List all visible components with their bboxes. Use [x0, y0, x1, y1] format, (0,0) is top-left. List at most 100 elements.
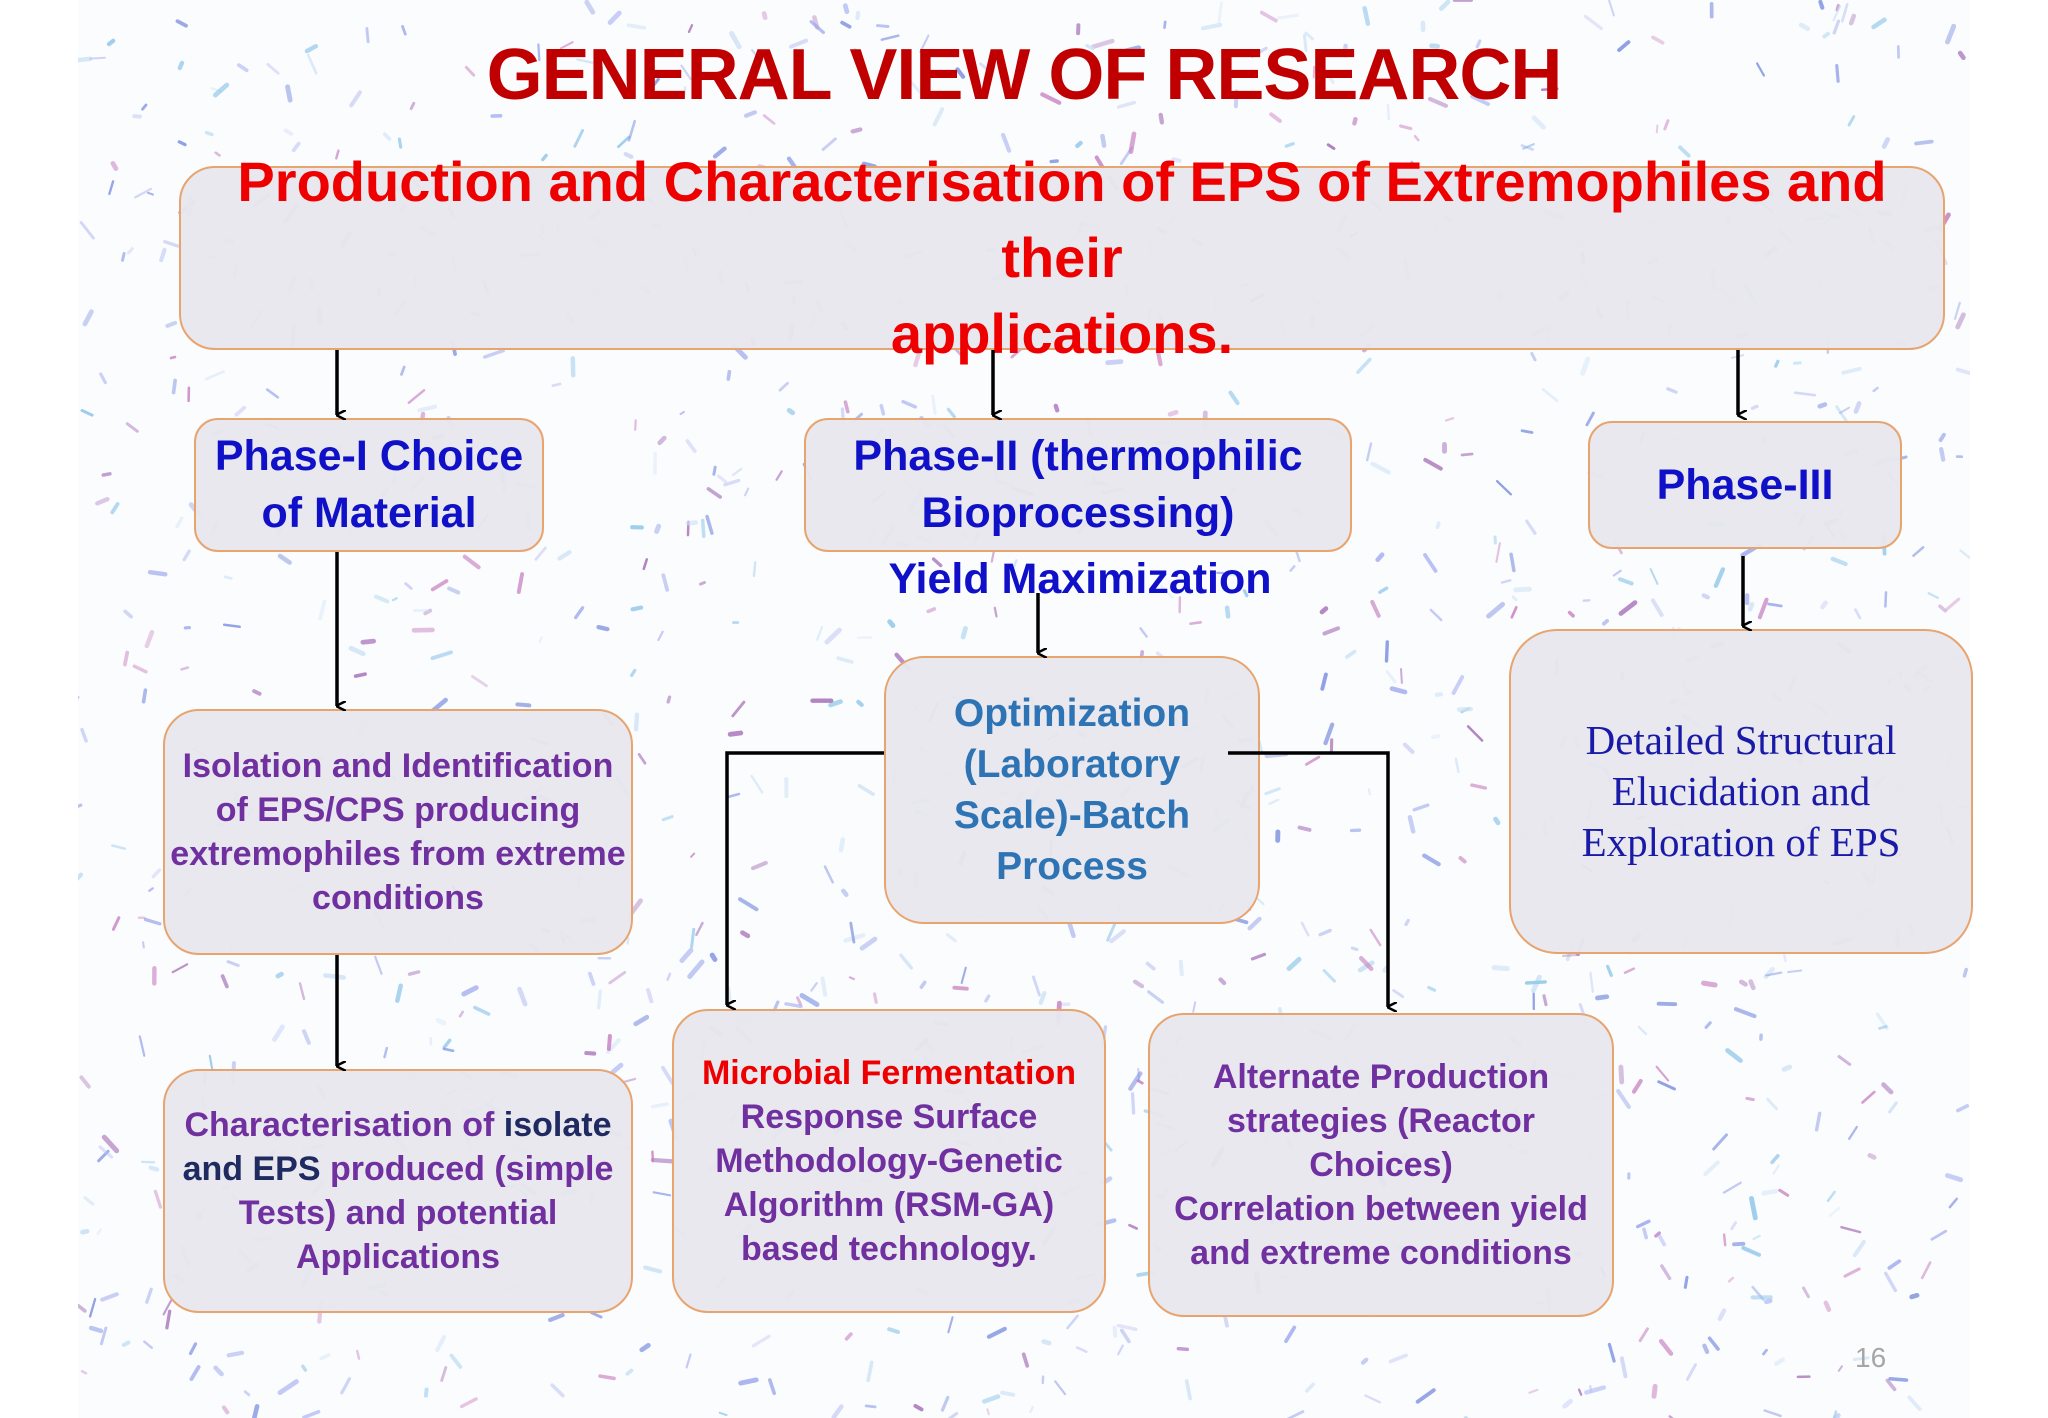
- background-speck: [986, 1326, 1007, 1339]
- background-speck: [1656, 1001, 1678, 1007]
- background-speck: [1525, 519, 1537, 535]
- background-speck: [1945, 23, 1957, 45]
- background-speck: [1567, 610, 1575, 618]
- background-speck: [462, 554, 481, 570]
- background-speck: [1522, 143, 1535, 150]
- background-speck: [1304, 31, 1314, 41]
- background-speck: [1422, 853, 1441, 867]
- background-speck: [866, 1360, 874, 1383]
- characterisation-line-2: and EPS produced (simple: [183, 1147, 614, 1191]
- background-speck: [1362, 5, 1371, 26]
- background-speck: [1385, 670, 1397, 684]
- background-speck: [1818, 0, 1825, 10]
- background-speck: [1049, 159, 1059, 164]
- phase-1-box: Phase-I Choice of Material: [194, 418, 544, 552]
- background-speck: [1774, 1357, 1785, 1366]
- isolation-line-1: Isolation and Identification: [182, 747, 614, 785]
- background-speck: [461, 985, 479, 997]
- background-speck: [587, 971, 596, 986]
- background-speck: [1649, 568, 1659, 585]
- background-speck: [265, 388, 280, 399]
- background-speck: [685, 520, 699, 526]
- background-speck: [1833, 1413, 1841, 1418]
- background-speck: [1106, 921, 1117, 942]
- background-speck: [171, 963, 189, 974]
- background-speck: [1948, 1197, 1959, 1209]
- background-speck: [123, 609, 134, 619]
- background-speck: [1435, 521, 1441, 530]
- background-speck: [1650, 598, 1664, 617]
- alternate-line-5: and extreme conditions: [1190, 1234, 1572, 1272]
- background-speck: [726, 369, 732, 381]
- background-speck: [690, 927, 696, 949]
- background-speck: [97, 1149, 110, 1163]
- background-speck: [1638, 1327, 1649, 1343]
- background-speck: [1319, 606, 1329, 615]
- background-speck: [1945, 1173, 1964, 1183]
- background-speck: [1305, 1382, 1315, 1393]
- background-speck: [1584, 1385, 1607, 1395]
- background-speck: [464, 65, 476, 77]
- background-speck: [946, 407, 956, 419]
- phase-2-line-3: Yield Maximization: [888, 555, 1272, 603]
- background-speck: [79, 221, 95, 240]
- background-speck: [1774, 359, 1780, 368]
- background-speck: [1038, 990, 1047, 1005]
- background-speck: [1375, 552, 1385, 563]
- background-speck: [1427, 985, 1437, 992]
- background-speck: [1605, 964, 1613, 978]
- background-speck: [1722, 1233, 1727, 1247]
- background-speck: [1848, 13, 1857, 26]
- background-speck: [148, 1165, 160, 1172]
- alternate-line-2: strategies (Reactor: [1226, 1102, 1535, 1140]
- background-speck: [110, 502, 120, 515]
- background-speck: [78, 872, 84, 881]
- structural-line-2: Elucidation and: [1611, 768, 1871, 814]
- background-speck: [1787, 969, 1803, 974]
- background-speck: [1200, 22, 1223, 31]
- background-speck: [1656, 1232, 1667, 1247]
- background-speck: [1100, 133, 1107, 148]
- fermentation-line-2: Response Surface: [740, 1098, 1038, 1136]
- background-speck: [1939, 447, 1946, 462]
- background-speck: [1618, 1064, 1625, 1085]
- background-speck: [1413, 134, 1420, 142]
- background-speck: [1470, 94, 1490, 106]
- background-speck: [252, 689, 262, 696]
- background-speck: [1350, 946, 1359, 952]
- background-speck: [1323, 722, 1335, 746]
- background-speck: [180, 666, 190, 671]
- background-speck: [1822, 31, 1831, 39]
- alternate-line-3: Choices): [1309, 1146, 1453, 1184]
- background-speck: [1091, 38, 1115, 49]
- background-speck: [712, 465, 717, 476]
- background-speck: [1356, 357, 1372, 375]
- characterisation-text-1a: Characterisation of: [184, 1106, 504, 1144]
- background-speck: [473, 1005, 491, 1016]
- background-speck: [947, 1411, 959, 1418]
- background-speck: [177, 140, 187, 147]
- background-speck: [955, 67, 966, 79]
- background-speck: [301, 1364, 308, 1372]
- background-speck: [683, 86, 687, 96]
- background-speck: [1014, 78, 1018, 85]
- background-speck: [447, 586, 461, 595]
- background-speck: [1184, 1379, 1192, 1401]
- background-speck: [856, 699, 864, 708]
- background-speck: [423, 608, 433, 616]
- background-speck: [1109, 77, 1115, 85]
- background-speck: [1415, 1388, 1436, 1404]
- background-speck: [80, 1370, 88, 1375]
- background-speck: [407, 970, 421, 976]
- background-speck: [1242, 589, 1249, 598]
- background-speck: [1843, 1267, 1861, 1278]
- background-speck: [1171, 157, 1182, 163]
- background-speck: [926, 607, 937, 614]
- background-speck: [931, 394, 937, 415]
- background-speck: [1427, 96, 1449, 108]
- background-speck: [1423, 457, 1443, 471]
- background-speck: [123, 650, 130, 667]
- background-speck: [1217, 1, 1223, 24]
- background-speck: [1617, 40, 1631, 52]
- background-speck: [141, 688, 148, 704]
